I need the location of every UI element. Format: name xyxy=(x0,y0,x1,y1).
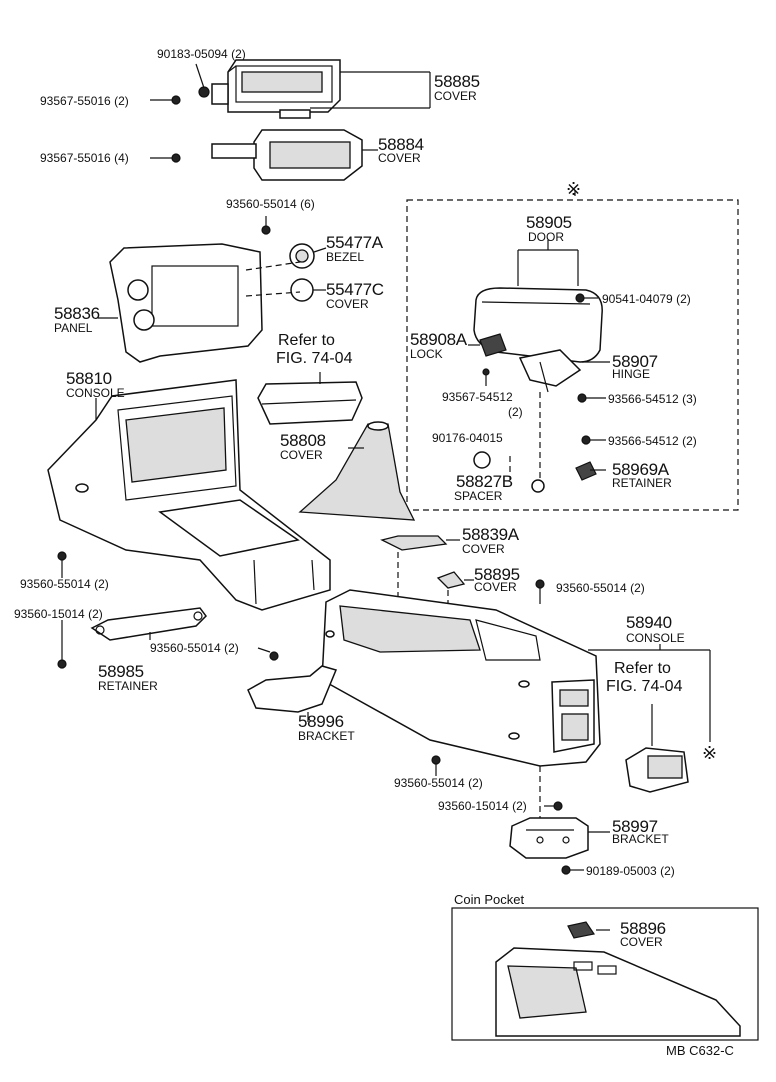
fastener-label-14: 93560-55014 (2) xyxy=(394,776,483,790)
reference-line2-b: FIG. 74-04 xyxy=(606,678,683,695)
inset-box xyxy=(406,199,739,511)
ashtray-part xyxy=(625,747,689,793)
fastener-label-8: 93566-54512 (2) xyxy=(608,434,697,448)
shift-boot-part xyxy=(298,421,416,521)
retainer-58985-part xyxy=(90,607,207,641)
part-name-58997: BRACKET xyxy=(612,832,669,846)
console-58940-part xyxy=(321,589,601,767)
fastener-label-16: 90189-05003 (2) xyxy=(586,864,675,878)
part-number-58940: 58940 xyxy=(626,613,672,632)
part-name-58885: COVER xyxy=(434,89,477,103)
reference-line1-a: Refer to xyxy=(278,332,335,349)
console-58810-part xyxy=(47,379,331,611)
part-name-58905: DOOR xyxy=(528,230,564,244)
spacer-58827b-part xyxy=(531,479,545,493)
part-number-58827b: 58827B xyxy=(456,472,513,491)
part-name-55477a: BEZEL xyxy=(326,250,365,264)
diagram-code: MB C632-C xyxy=(666,1043,734,1058)
part-name-55477c: COVER xyxy=(326,297,369,311)
part-name-58810: CONSOLE xyxy=(66,386,125,400)
fastener-label-5: 93567-54512 xyxy=(442,390,513,404)
fastener-label-11: 93560-55014 (2) xyxy=(20,577,109,591)
coin-pocket-box xyxy=(451,907,759,1041)
part-name-58996: BRACKET xyxy=(298,729,355,743)
fastener-label-10: 93560-55014 (2) xyxy=(556,581,645,595)
part-name-58836: PANEL xyxy=(54,321,93,335)
cover-58884-part xyxy=(211,129,363,181)
cover-55477c-part xyxy=(290,278,314,302)
mark-top: ※ xyxy=(566,179,582,199)
part-number-58836: 58836 xyxy=(54,304,100,323)
part-number-55477a: 55477A xyxy=(326,233,383,252)
fastener-label-1: 93567-55016 (2) xyxy=(40,94,129,108)
part-number-58810: 58810 xyxy=(66,369,112,388)
fastener-label-6: (2) xyxy=(508,405,523,419)
part-number-58907: 58907 xyxy=(612,352,658,371)
mark-bottom: ※ xyxy=(702,743,718,763)
cover-58885-part xyxy=(211,59,341,119)
part-name-58808: COVER xyxy=(280,448,323,462)
bracket-58996-part xyxy=(247,665,338,713)
bracket-58997-part xyxy=(509,817,589,859)
part-name-58896: COVER xyxy=(620,935,663,949)
part-name-58907: HINGE xyxy=(612,367,651,381)
fastener-label-13: 93560-55014 (2) xyxy=(150,641,239,655)
part-number-58896: 58896 xyxy=(620,919,666,938)
part-number-58839a: 58839A xyxy=(462,525,519,544)
part-number-58884: 58884 xyxy=(378,135,424,154)
coin-pocket-part xyxy=(495,921,741,1037)
part-name-58985: RETAINER xyxy=(98,679,158,693)
part-name-58908a: LOCK xyxy=(410,347,443,361)
reference-line1-b: Refer to xyxy=(614,660,671,677)
part-name-58969a: RETAINER xyxy=(612,476,672,490)
part-name-58884: COVER xyxy=(378,151,421,165)
part-name-58895: COVER xyxy=(474,580,517,594)
hinge-58907-part xyxy=(518,349,582,387)
part-number-58885: 58885 xyxy=(434,72,480,91)
part-name-58940: CONSOLE xyxy=(626,631,685,645)
fastener-label-3: 93560-55014 (6) xyxy=(226,197,315,211)
reference-line2-a: FIG. 74-04 xyxy=(276,350,353,367)
part-number-58996: 58996 xyxy=(298,712,344,731)
part-number-58908a: 58908A xyxy=(410,330,467,349)
fastener-label-0: 90183-05094 (2) xyxy=(157,47,246,61)
part-number-58985: 58985 xyxy=(98,662,144,681)
part-number-55477c: 55477C xyxy=(326,280,384,299)
fastener-label-15: 93560-15014 (2) xyxy=(438,799,527,813)
fastener-label-7: 93566-54512 (3) xyxy=(608,392,697,406)
part-number-58969a: 58969A xyxy=(612,460,669,479)
coin-pocket-title: Coin Pocket xyxy=(454,892,525,907)
part-number-58905: 58905 xyxy=(526,213,572,232)
fastener-label-2: 93567-55016 (4) xyxy=(40,151,129,165)
cover-58895-part xyxy=(436,571,466,589)
part-number-58997: 58997 xyxy=(612,817,658,836)
fastener-label-12: 93560-15014 (2) xyxy=(14,607,103,621)
retainer-58969a-part xyxy=(575,461,597,481)
cover-58839a-part xyxy=(380,535,448,551)
part-name-58827b: SPACER xyxy=(454,489,503,503)
panel-58836-part xyxy=(109,243,301,363)
fastener-label-4: 90541-04079 (2) xyxy=(602,292,691,306)
part-number-58895: 58895 xyxy=(474,565,520,584)
cover-58808-part xyxy=(257,381,363,425)
fastener-label-9: 90176-04015 xyxy=(432,431,503,445)
part-number-58808: 58808 xyxy=(280,431,326,450)
lock-58908a-part xyxy=(479,333,507,357)
part-name-58839a: COVER xyxy=(462,542,505,556)
